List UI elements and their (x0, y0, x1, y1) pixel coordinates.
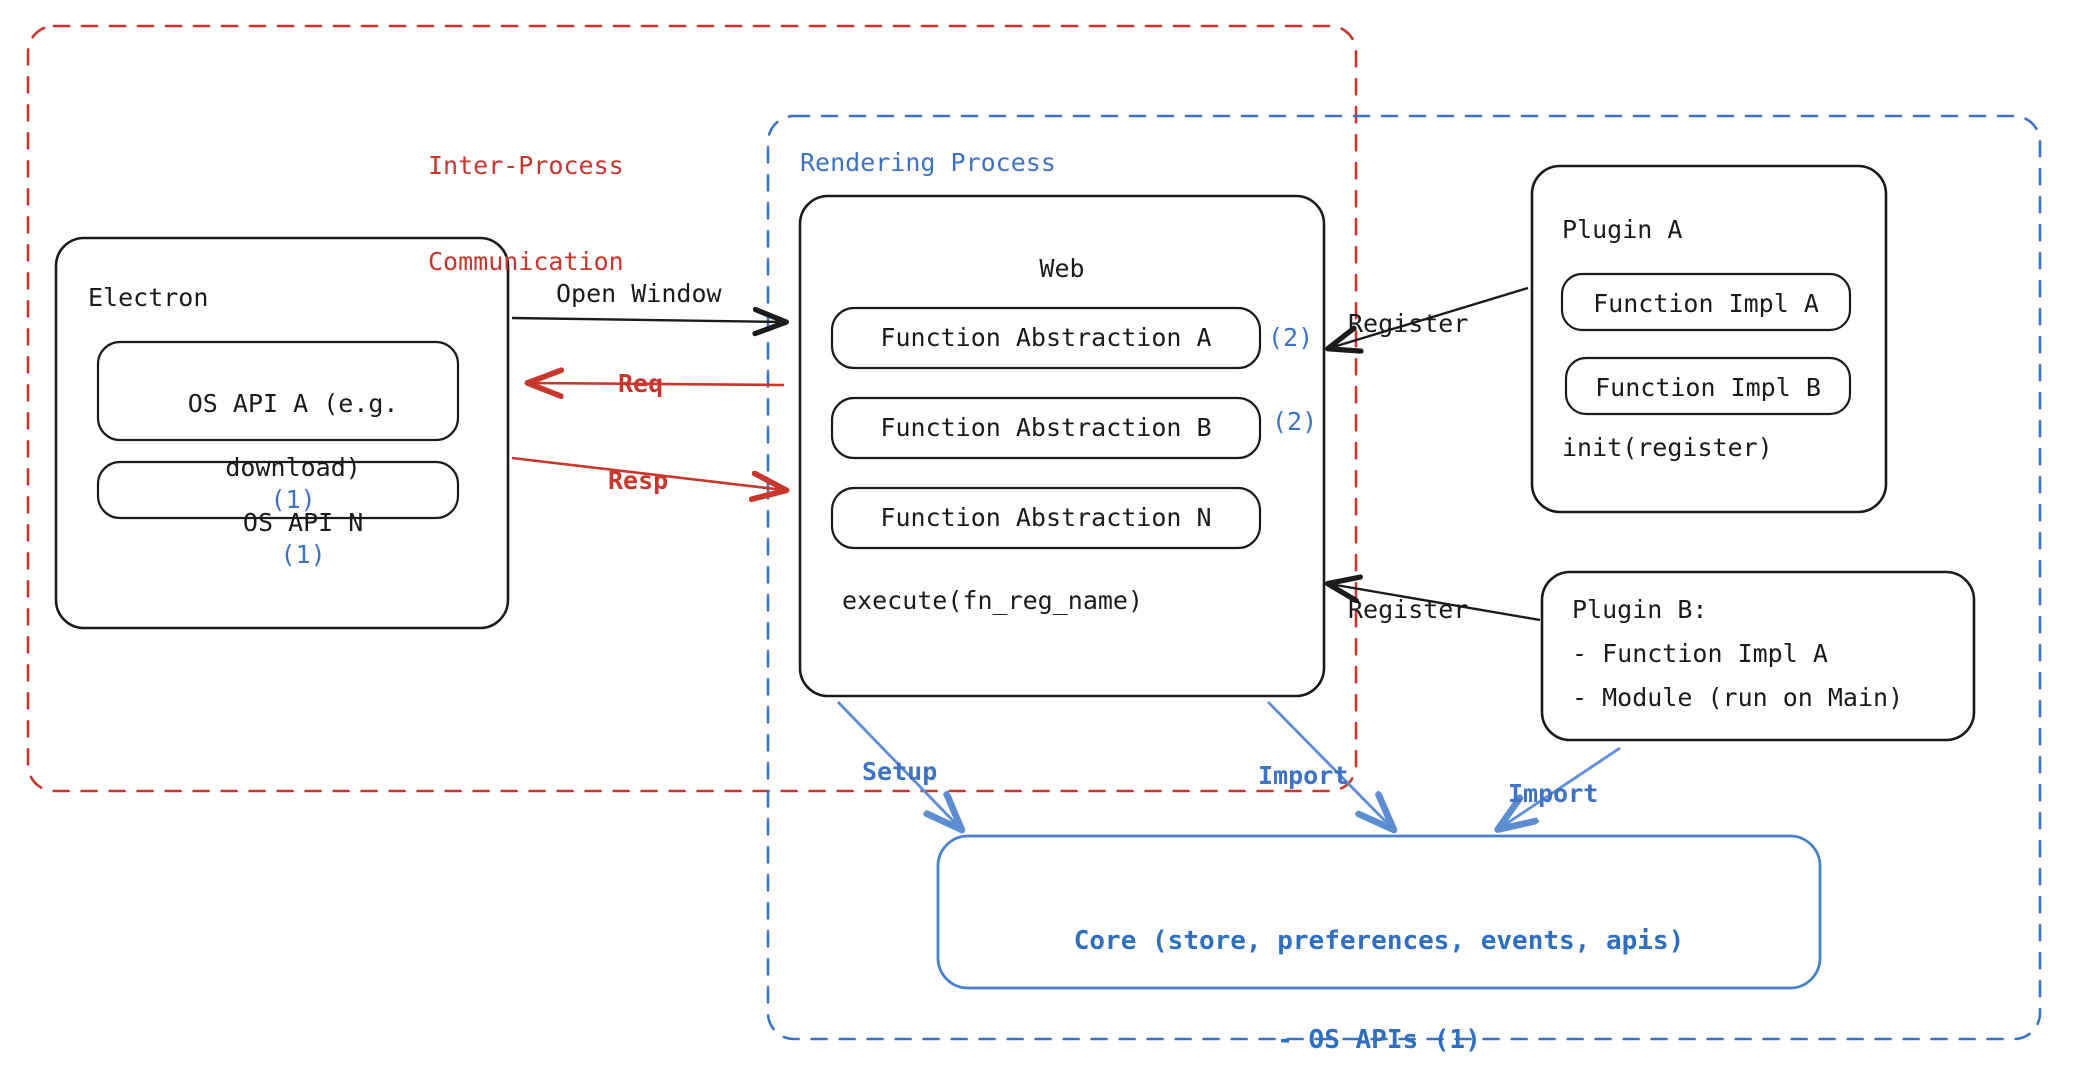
web-abstraction-0[interactable]: Function Abstraction A (880, 323, 1212, 352)
electron-item-1-marker: (1) (280, 540, 326, 569)
electron-item-0-marker: (1) (270, 485, 316, 514)
plugin-b-title: Plugin B: (1572, 595, 1708, 624)
register-a-arrow (1330, 286, 1529, 348)
plugin-a-footer: init(register) (1562, 433, 1773, 462)
plugin-b-item-1: - Module (run on Main) (1572, 683, 1904, 712)
plugin-a-box-outline (1530, 164, 1888, 514)
resp-label: Resp (608, 466, 669, 495)
electron-item-0-line1: OS API A (e.g. (187, 389, 399, 418)
import-web-label: Import (1258, 761, 1349, 790)
electron-box-title: Electron (88, 283, 209, 312)
ipc-group-label: Inter-Process Communication (428, 86, 624, 342)
web-abstraction-0-marker: (2) (1268, 323, 1314, 352)
plugin-a-title: Plugin A (1562, 215, 1683, 244)
plugin-b-box-outline (1540, 570, 1976, 742)
setup-arrow (836, 701, 960, 828)
setup-label: Setup (862, 757, 938, 786)
web-abstraction-2[interactable]: Function Abstraction N (880, 503, 1212, 532)
ipc-group-label-line1: Inter-Process (428, 151, 624, 180)
register-a-label: Register (1348, 309, 1469, 338)
import-plugin-b-label: Import (1508, 779, 1599, 808)
core-box-outline (936, 834, 1822, 990)
rendering-process-group-border (766, 114, 2042, 1041)
register-b-arrow (1330, 584, 1541, 622)
web-abstraction-1-marker: (2) (1272, 407, 1318, 436)
core-box-text: Core (store, preferences, events, apis) … (938, 858, 1820, 1066)
open-window-label: Open Window (556, 279, 722, 308)
electron-item-1[interactable]: OS API N (1) (108, 475, 438, 603)
electron-item-0-line2: download) (225, 453, 361, 482)
rendering-process-label: Rendering Process (800, 148, 1056, 177)
register-b-label: Register (1348, 595, 1469, 624)
open-window-arrow (511, 318, 784, 322)
core-box-line2: - OS APIs (1) (1277, 1025, 1481, 1056)
web-box-title: Web (1039, 254, 1085, 283)
core-box-line1: Core (store, preferences, events, apis) (1073, 925, 1685, 956)
electron-item-0[interactable]: OS API A (e.g. download) (1) (108, 356, 418, 548)
resp-arrow (511, 456, 784, 490)
web-box-outline (798, 194, 1326, 698)
import-plugin-b-arrow (1500, 746, 1621, 828)
req-label: Req (618, 369, 664, 398)
plugin-b-item-0: - Function Impl A (1572, 639, 1828, 668)
electron-item-1-line1: OS API N (242, 508, 364, 537)
plugin-a-item-0[interactable]: Function Impl A (1593, 289, 1819, 318)
plugin-a-item-1[interactable]: Function Impl B (1595, 373, 1821, 402)
web-abstraction-1[interactable]: Function Abstraction B (880, 413, 1212, 442)
electron-box-outline (54, 236, 510, 630)
web-box-footer: execute(fn_reg_name) (842, 586, 1144, 615)
req-arrow (530, 383, 785, 385)
ipc-group-label-line2: Communication (428, 247, 624, 276)
import-web-arrow (1267, 701, 1392, 828)
